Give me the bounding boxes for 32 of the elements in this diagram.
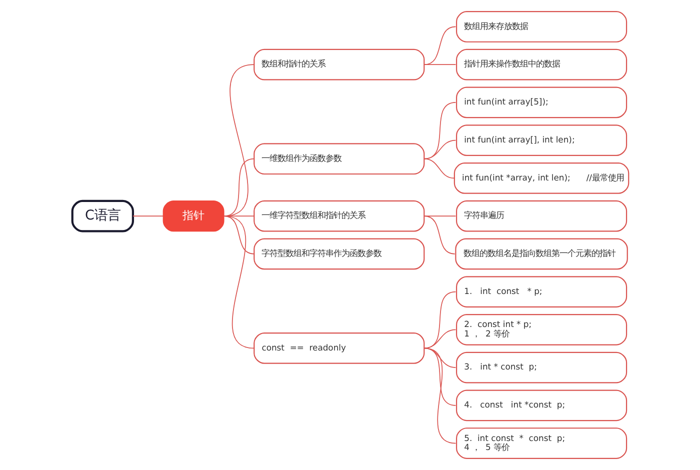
connector — [423, 158, 454, 179]
node-box: 指针 — [162, 200, 224, 232]
connector — [423, 348, 456, 444]
node-box: 3. int * const p; — [455, 352, 627, 384]
node-box: 指针用来操作数组中的数据 — [455, 48, 627, 80]
connector — [423, 216, 455, 254]
node-box: 字符串遍历 — [455, 200, 627, 232]
node-box: 1. int const * p; — [455, 276, 627, 308]
node-box: 数组的数组名是指向数组第一个元素的指针 — [454, 238, 628, 270]
node-box: const == readonly — [253, 332, 424, 364]
connector — [423, 348, 456, 368]
node-box: int fun(int *array, int len); //最常使用 — [453, 162, 629, 194]
node-box: C语言 — [70, 200, 134, 232]
node-box: int fun(int array[], int len); — [455, 124, 627, 156]
node-box: 字符型数组和字符串作为函数参数 — [253, 238, 424, 270]
node-box: 一维数组作为函数参数 — [253, 143, 424, 175]
connector — [423, 26, 456, 65]
connector — [222, 158, 254, 216]
connector — [222, 216, 254, 254]
connector — [222, 216, 254, 349]
connector — [423, 291, 456, 349]
node-box: 一维字符型数组和指针的关系 — [253, 200, 424, 232]
node-box: 数组和指针的关系 — [253, 48, 424, 80]
connector — [423, 329, 456, 349]
connector — [222, 64, 254, 216]
node-box: int fun(int array[5]); — [455, 86, 627, 118]
node-box: 5. int const * const p; 4 ， 5 等价 — [455, 428, 627, 459]
node-box: 数组用来存放数据 — [455, 11, 627, 42]
connector — [423, 348, 456, 406]
node-box: 2. const int * p; 1 ， 2 等价 — [455, 314, 627, 346]
connector — [423, 64, 456, 65]
node-box: 4. const int *const p; — [455, 390, 627, 422]
